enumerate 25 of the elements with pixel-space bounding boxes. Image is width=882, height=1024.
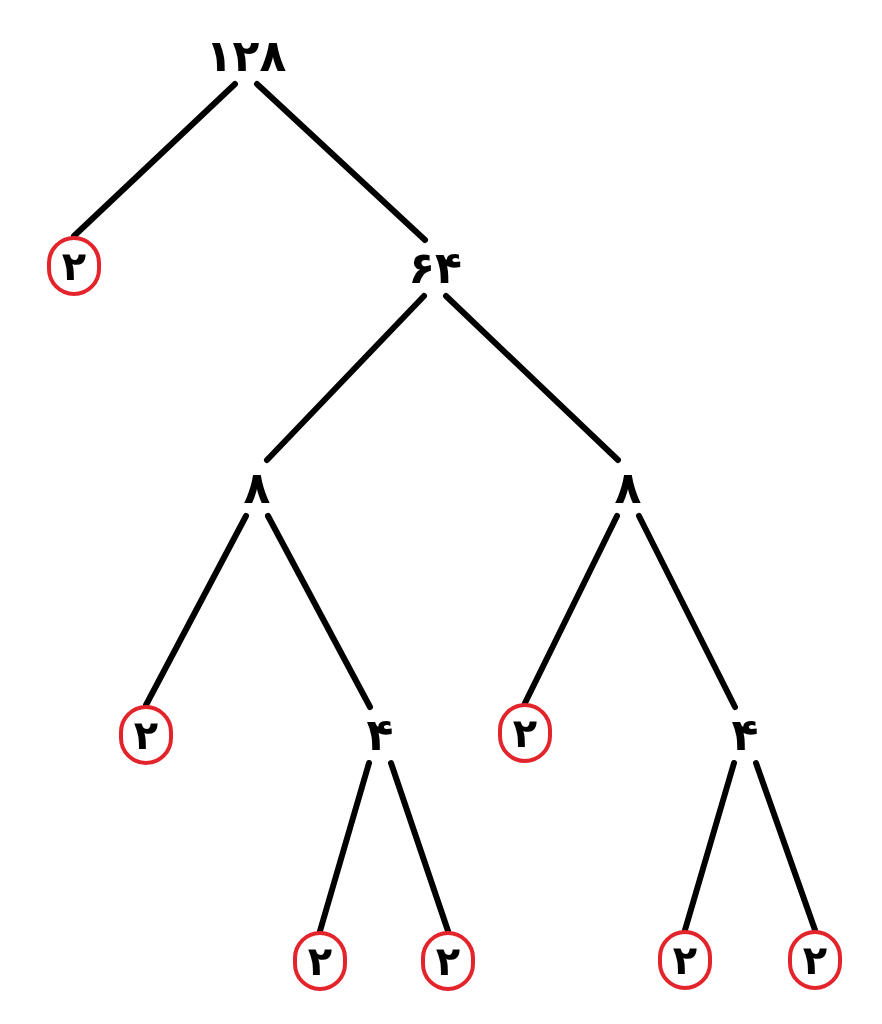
connector-line (254, 81, 428, 243)
connector-line (264, 293, 427, 463)
factor-number: ۸ (243, 466, 271, 510)
circled-factor: ۲ (119, 705, 173, 765)
circled-factor: ۲ (421, 931, 475, 991)
connector-line (143, 513, 249, 708)
connector-line (682, 760, 737, 933)
factor-number: ۱۲۸ (205, 34, 287, 78)
connector-line (317, 760, 372, 934)
circled-factor: ۲ (293, 931, 347, 991)
circled-factor: ۲ (498, 703, 552, 763)
circled-factor: ۲ (47, 236, 101, 296)
circled-factor: ۲ (788, 930, 842, 990)
factor-number: ۴ (366, 713, 394, 757)
connector-line (388, 760, 451, 934)
connector-line (71, 81, 238, 239)
circled-factor: ۲ (658, 930, 712, 990)
connector-line (522, 513, 620, 706)
factor-number: ۸ (614, 466, 642, 510)
connector-line (753, 760, 818, 933)
factor-number: ۴ (731, 713, 759, 757)
connector-line (265, 513, 373, 710)
connector-line (443, 293, 621, 463)
connector-line (636, 513, 738, 710)
factor-number: ۶۴ (408, 246, 462, 290)
